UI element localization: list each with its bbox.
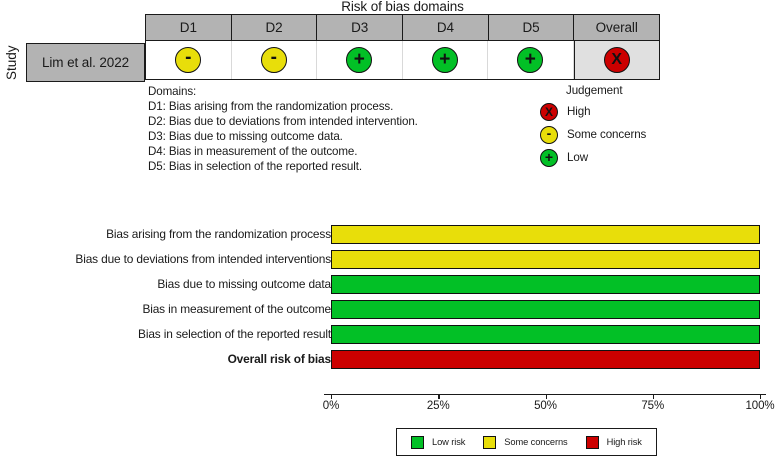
judgement-legend-label-low: Low [567,151,588,164]
judgement-legend-item-high: X High [540,100,646,123]
legend-swatch-high-risk [585,435,599,449]
bar-category-label: Overall risk of bias [227,352,332,366]
x-axis-line [324,394,766,396]
judgement-glyph: + [439,48,451,70]
judgement-low-icon: + [346,47,373,73]
domain-description-d2: D2: Bias due to deviations from intended… [148,115,418,129]
judgement-some-concerns-icon: - [260,46,287,73]
traffic-light-header-row: D1 D2 D3 D4 D5 Overall [145,14,660,41]
traffic-light-title: Risk of bias domains [341,0,464,14]
bar-track [331,350,760,369]
bar-category-label: Bias in measurement of the outcome [142,302,331,316]
judgement-glyph: - [546,124,552,141]
x-axis-tick [545,394,547,399]
legend-swatch-some-concerns [483,435,497,449]
judgement-glyph: X [611,51,623,68]
bar-segment-high [331,350,760,369]
bar-track [331,250,760,269]
bar-segment-some [331,225,760,244]
column-header-d2: D2 [232,15,318,40]
judgement-high-icon: X [540,102,558,121]
bar-segment-some [331,250,760,269]
column-header-d1: D1 [146,15,232,40]
judgement-high-icon: X [603,47,630,73]
judgement-cell-d1: - [146,41,232,79]
judgement-glyph: - [185,46,192,68]
x-axis-tick-label: 0% [322,400,340,412]
bar-track [331,300,760,319]
bar-row: Bias in selection of the reported result [0,322,783,347]
domain-description-d4: D4: Bias in measurement of the outcome. [148,145,358,159]
x-axis-tick [760,394,762,399]
judgement-some-concerns-icon: - [540,124,558,144]
chart-legend: Low risk Some concerns High risk [396,428,657,456]
x-axis-tick [331,394,333,399]
judgement-cell-d2: - [231,41,317,79]
domains-heading: Domains: [148,85,197,98]
judgement-legend-item-some-concerns: - Some concerns [540,123,646,146]
x-axis: 0% 25% 50% 75% 100% [322,394,775,424]
x-axis-tick [438,394,440,399]
bar-row: Bias arising from the randomization proc… [0,222,783,247]
legend-label-low-risk: Low risk [432,437,466,447]
judgement-cell-overall: X [573,41,659,79]
column-header-d4: D4 [403,15,489,40]
legend-item-some-concerns: Some concerns [483,435,568,449]
study-row-label: Lim et al. 2022 [26,43,145,82]
judgement-some-concerns-icon: - [175,46,202,73]
bar-category-label: Bias due to deviations from intended int… [75,252,331,266]
judgement-cell-d4: + [402,41,488,79]
legend-label-some-concerns: Some concerns [504,437,568,447]
domain-description-d1: D1: Bias arising from the randomization … [148,100,394,114]
domain-description-d5: D5: Bias in selection of the reported re… [148,160,362,174]
x-axis-tick-label: 75% [641,400,665,412]
judgement-cell-d3: + [317,41,403,79]
judgement-legend-label-some-concerns: Some concerns [567,128,647,141]
risk-of-bias-summary-chart: Bias arising from the randomization proc… [0,222,783,460]
judgement-low-icon: + [540,148,558,167]
judgement-glyph: - [270,46,277,68]
bar-track [331,275,760,294]
judgement-legend: Judgement X High - Some concerns + Low [540,84,646,169]
bar-segment-low [331,300,760,319]
bar-category-label: Bias arising from the randomization proc… [106,227,331,241]
bar-row: Bias due to deviations from intended int… [0,247,783,272]
judgement-legend-item-low: + Low [540,146,646,169]
judgement-legend-label-high: High [567,105,591,118]
domains-caption: Domains: D1: Bias arising from the rando… [148,84,418,175]
table-row: - - + + + X [145,41,660,80]
legend-label-high-risk: High risk [606,437,642,447]
judgement-glyph: X [544,104,553,119]
x-axis-tick-label: 25% [426,400,450,412]
judgement-legend-title: Judgement [566,84,623,97]
legend-item-low-risk: Low risk [411,435,466,449]
traffic-light-table: D1 D2 D3 D4 D5 Overall - - + + [145,14,660,83]
judgement-glyph: + [544,148,554,165]
judgement-glyph: + [524,48,536,70]
bar-row: Bias due to missing outcome data [0,272,783,297]
bar-track [331,225,760,244]
column-header-d3: D3 [317,15,404,40]
bar-row: Bias in measurement of the outcome [0,297,783,322]
study-axis-label: Study [4,45,19,81]
legend-item-high-risk: High risk [585,435,642,449]
x-axis-tick [652,394,655,399]
bar-category-label: Bias due to missing outcome data [157,277,331,291]
judgement-low-icon: + [517,47,544,73]
bar-track [331,325,760,344]
judgement-cell-d5: + [488,41,574,79]
judgement-glyph: + [353,48,365,70]
legend-swatch-low-risk [411,435,424,449]
column-header-d5: D5 [489,15,575,40]
domain-description-d3: D3: Bias due to missing outcome data. [148,130,343,144]
bar-segment-low [331,275,760,294]
column-header-overall: Overall [595,20,638,35]
bar-segment-low [331,325,760,344]
x-axis-tick-label: 100% [745,400,775,412]
judgement-low-icon: + [431,47,458,73]
bar-row: Overall risk of bias [0,347,783,372]
bar-category-label: Bias in selection of the reported result [138,327,331,341]
x-axis-tick-label: 50% [534,400,557,412]
